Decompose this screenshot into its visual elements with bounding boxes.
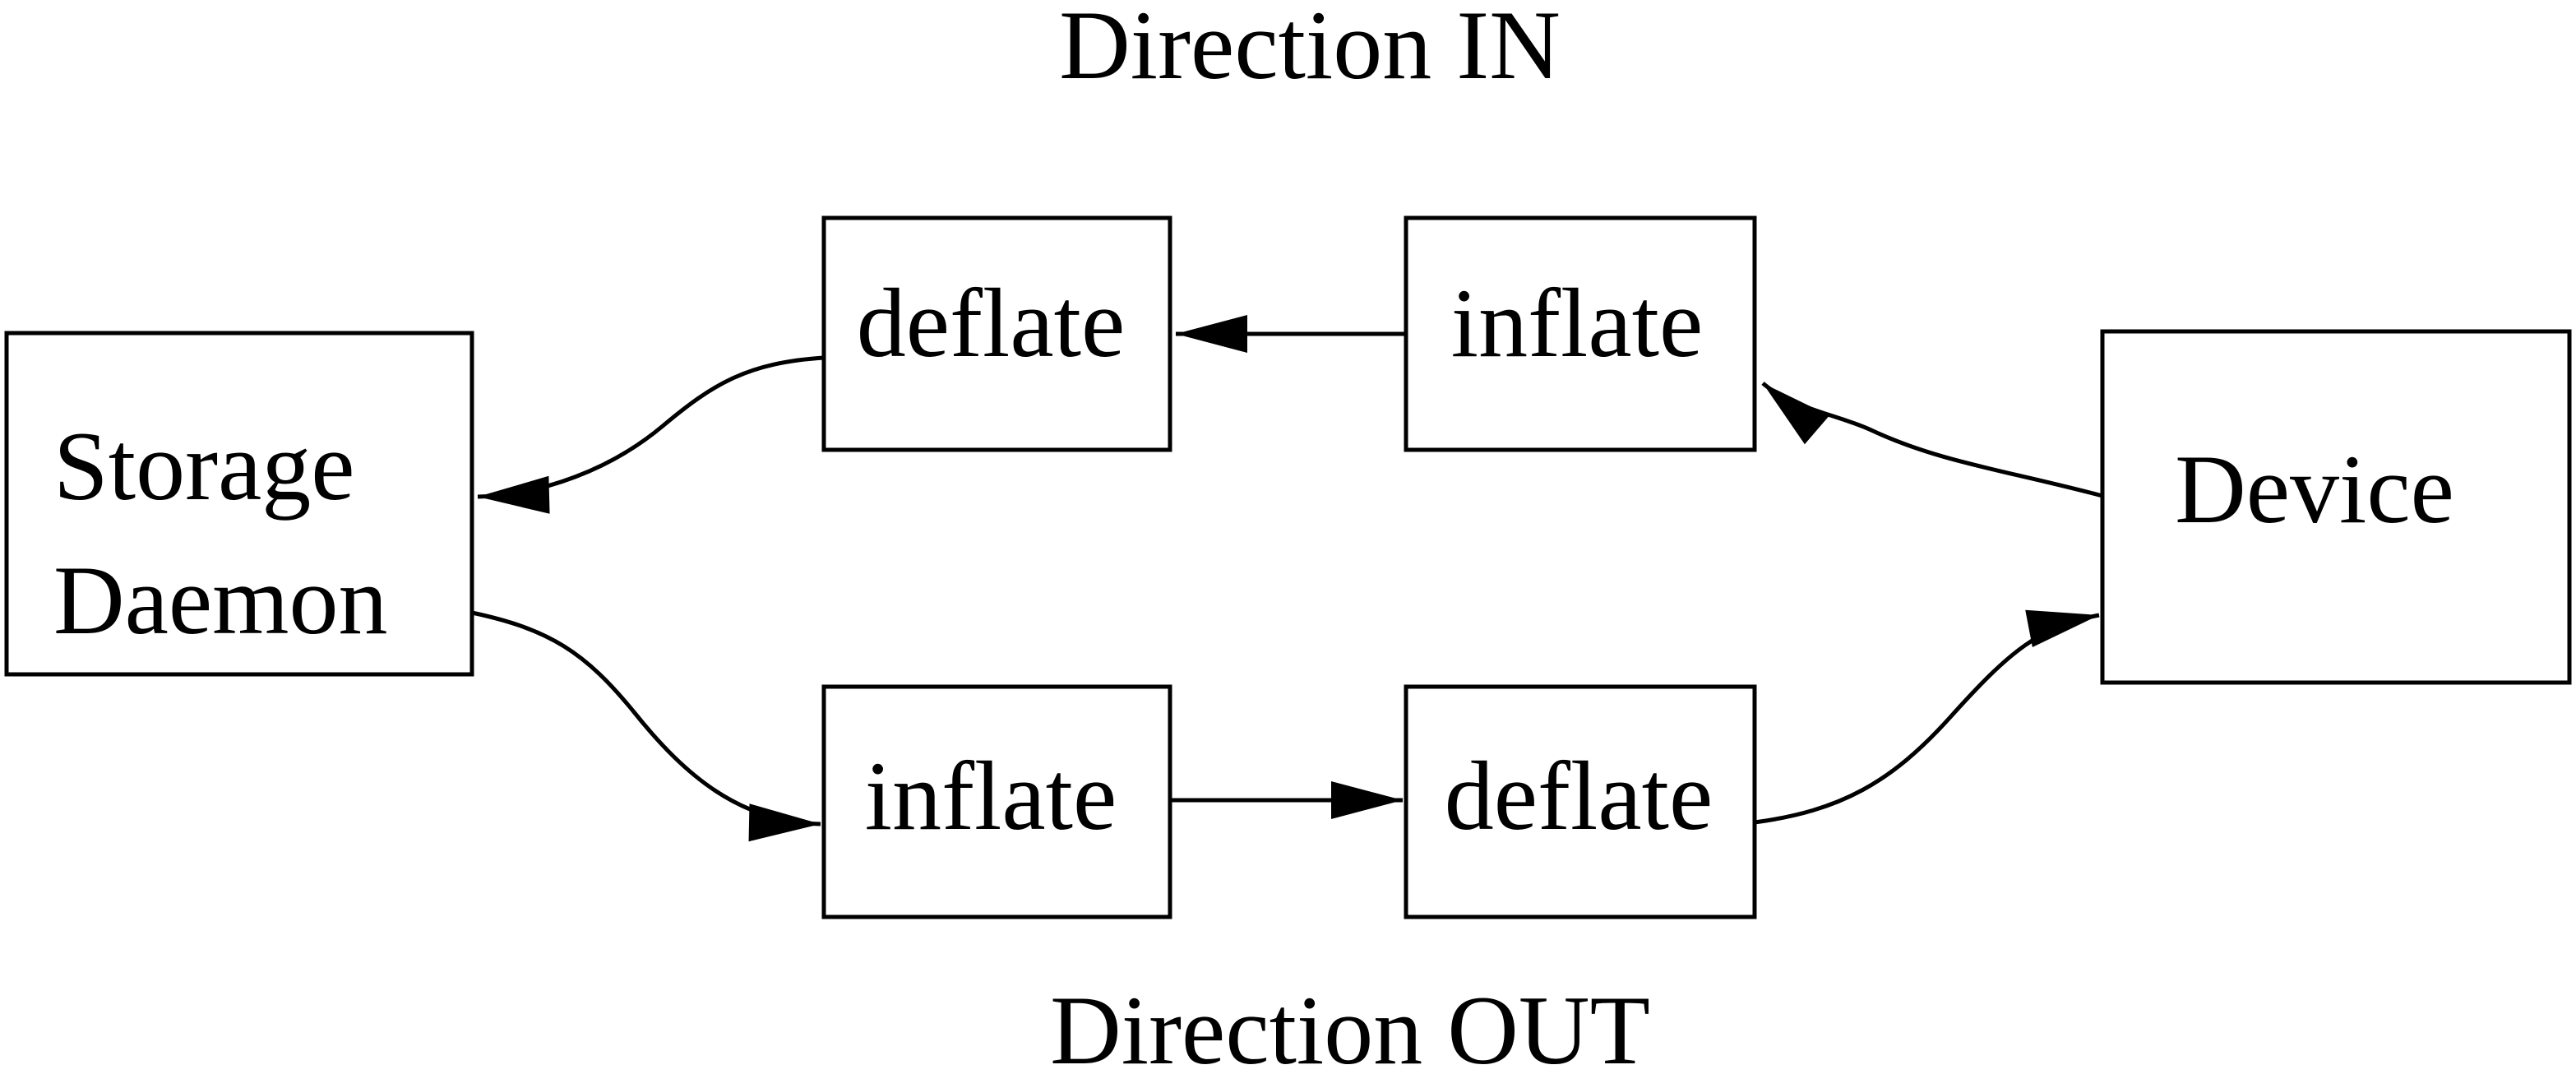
node-inflate-out-box (821, 684, 1172, 919)
node-deflate-out: deflate (1404, 684, 1757, 919)
arrow-storage-to-inflate-out (471, 610, 821, 842)
node-inflate-out-label: inflate (865, 741, 1117, 850)
node-deflate-out-label: deflate (1445, 741, 1713, 850)
node-storage-daemon-label-line1: Storage (53, 411, 355, 521)
node-inflate-in: inflate (1404, 215, 1757, 452)
node-device: Device (2100, 329, 2572, 685)
node-device-box (2100, 329, 2572, 685)
node-storage-daemon-box (4, 331, 474, 677)
node-deflate-out-box (1404, 684, 1757, 919)
node-deflate-in-box (821, 215, 1172, 452)
node-deflate-in-label: deflate (857, 268, 1125, 377)
arrow-deflate-to-storage-in (477, 355, 825, 514)
node-storage-daemon: Storage Daemon (4, 331, 474, 677)
node-inflate-in-label: inflate (1451, 268, 1704, 377)
node-device-label: Device (2175, 434, 2454, 544)
node-storage-daemon-label-line2: Daemon (53, 545, 388, 655)
title-direction-out: Direction OUT (1050, 975, 1650, 1085)
node-deflate-in: deflate (821, 215, 1172, 452)
node-inflate-out: inflate (821, 684, 1172, 919)
arrow-device-to-inflate-in (1761, 382, 2103, 498)
node-inflate-in-box (1404, 215, 1757, 452)
arrow-deflate-to-device-out (1754, 609, 2100, 825)
title-direction-in: Direction IN (1059, 0, 1561, 100)
